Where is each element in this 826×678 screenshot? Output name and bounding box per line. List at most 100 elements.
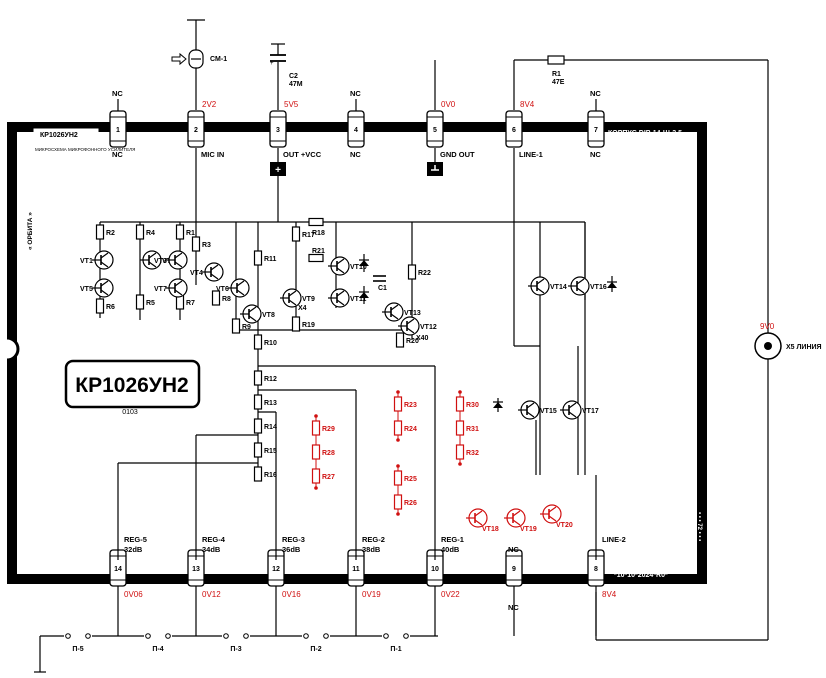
transistor-vt12: VT12 — [398, 316, 437, 336]
svg-text:R29: R29 — [322, 426, 335, 433]
resistor-r5: R5 — [135, 294, 155, 310]
switch-2[interactable]: П-2 — [302, 632, 330, 653]
svg-text:R32: R32 — [466, 450, 479, 457]
pin-number-2: 2 — [194, 127, 198, 134]
r1-value: 47E — [552, 79, 565, 86]
transistor-vt6: VT6 — [216, 278, 250, 298]
c1-label: C1 — [378, 285, 387, 292]
svg-text:R23: R23 — [404, 402, 417, 409]
pin-4-outer-label: NC — [350, 89, 361, 98]
resistor-r6: R6 — [95, 298, 115, 314]
switch-label-4: П-4 — [152, 646, 163, 653]
pin-number-9: 9 — [512, 566, 516, 573]
pin-3-name: OUT +VCC — [283, 150, 322, 159]
svg-text:R8: R8 — [222, 296, 231, 303]
svg-text:R31: R31 — [466, 426, 479, 433]
svg-text:R25: R25 — [404, 476, 417, 483]
plus-icon: + — [275, 165, 281, 176]
red-resistor-r31: R31 — [455, 420, 479, 436]
pin-number-4: 4 — [354, 127, 358, 134]
transistor-vt4: VT4 — [190, 262, 224, 282]
svg-text:VT18: VT18 — [482, 526, 499, 533]
red-resistor-r27: R27 — [311, 468, 335, 484]
pin-2-name: MIC IN — [201, 150, 224, 159]
svg-text:VT10: VT10 — [350, 264, 367, 271]
svg-text:R26: R26 — [404, 500, 417, 507]
chip-body-outline — [7, 122, 707, 584]
red-resistor-r32: R32 — [455, 444, 479, 460]
svg-text:VT8: VT8 — [262, 312, 275, 319]
pin-2: 2 — [187, 110, 205, 148]
x40-label: X40 — [416, 335, 429, 342]
transistor-vt9: VT9 — [280, 288, 315, 308]
chip-code: 0103 — [122, 409, 138, 416]
svg-text:R5: R5 — [146, 300, 155, 307]
svg-text:R22: R22 — [418, 270, 431, 277]
switch-label-5: П-5 — [72, 646, 83, 653]
resistor-r13: R13 — [253, 394, 277, 410]
c2-label: C2 — [289, 73, 298, 80]
chip-side-dots: • • • 72 • • • — [696, 512, 702, 541]
pin-number-10: 10 — [431, 566, 439, 573]
transistor-vt15: VT15 — [518, 400, 557, 420]
red-resistor-r28: R28 — [311, 444, 335, 460]
pin-1-name: NC — [112, 150, 123, 159]
switch-3[interactable]: П-3 — [222, 632, 250, 653]
red-resistor-r25: R25 — [393, 470, 417, 486]
chip-package: КОРПУС DIP-14-Ш-2,5 — [608, 130, 682, 137]
pin-10-name: REG-1 — [441, 535, 464, 544]
pin-number-11: 11 — [352, 566, 360, 573]
transistor-vt8: VT8 — [240, 304, 275, 324]
svg-text:R6: R6 — [106, 304, 115, 311]
svg-text:R20: R20 — [406, 338, 419, 345]
diode-vt10 — [359, 254, 369, 272]
resistor-r19: R19 — [291, 316, 315, 332]
pin-4: 4 — [347, 110, 365, 148]
pin-14-name: REG-5 — [124, 535, 147, 544]
svg-text:VT9: VT9 — [302, 296, 315, 303]
pin-9-outer-label: NC — [508, 603, 519, 612]
diode-red — [493, 398, 503, 412]
switches-group: П-5 П-4 П-3 П-2 П-1 — [64, 632, 410, 653]
chip-title-box — [33, 128, 99, 140]
pin-11-name: REG-2 — [362, 535, 385, 544]
switch-label-3: П-3 — [230, 646, 241, 653]
svg-text:VT16: VT16 — [590, 284, 607, 291]
resistor-r2: R2 — [95, 224, 115, 240]
red-resistor-r24: R24 — [393, 420, 417, 436]
svg-text:R4: R4 — [146, 230, 155, 237]
pin-number-8: 8 — [594, 566, 598, 573]
resistor-r10: R10 — [253, 334, 277, 350]
resistor-r21: R21 — [308, 248, 325, 263]
red-transistor-vt18: VT18 — [466, 508, 499, 533]
x5-connector-center — [764, 342, 772, 350]
pin-3: 3 — [269, 110, 287, 148]
switch-4[interactable]: П-4 — [144, 632, 172, 653]
svg-text:R3: R3 — [202, 242, 211, 249]
svg-text:VT20: VT20 — [556, 522, 573, 529]
transistor-vt14: VT14 — [528, 276, 567, 296]
pin-9: 9 — [505, 549, 523, 587]
svg-text:VT4: VT4 — [190, 270, 203, 277]
pin-7-outer-label: NC — [590, 89, 601, 98]
svg-text:VT3: VT3 — [154, 258, 167, 265]
svg-text:VT11: VT11 — [350, 296, 366, 303]
pin-number-1: 1 — [116, 127, 120, 134]
pin-12-name: REG-3 — [282, 535, 305, 544]
chip-name-box — [64, 359, 201, 409]
resistor-r3: R3 — [191, 236, 211, 252]
transistor-vt3: VT3 — [154, 250, 188, 270]
svg-text:R7: R7 — [186, 300, 195, 307]
resistor-r12: R12 — [253, 370, 277, 386]
switch-5[interactable]: П-5 — [64, 632, 92, 653]
pin-number-14: 14 — [114, 566, 122, 573]
switch-1[interactable]: П-1 — [382, 632, 410, 653]
resistor-r18: R18 — [308, 217, 325, 237]
pin-10-db: 40dB — [441, 545, 460, 554]
transistor-vt16: VT16 — [568, 276, 607, 296]
svg-text:R28: R28 — [322, 450, 335, 457]
x5-voltage: 9V0 — [760, 322, 775, 331]
